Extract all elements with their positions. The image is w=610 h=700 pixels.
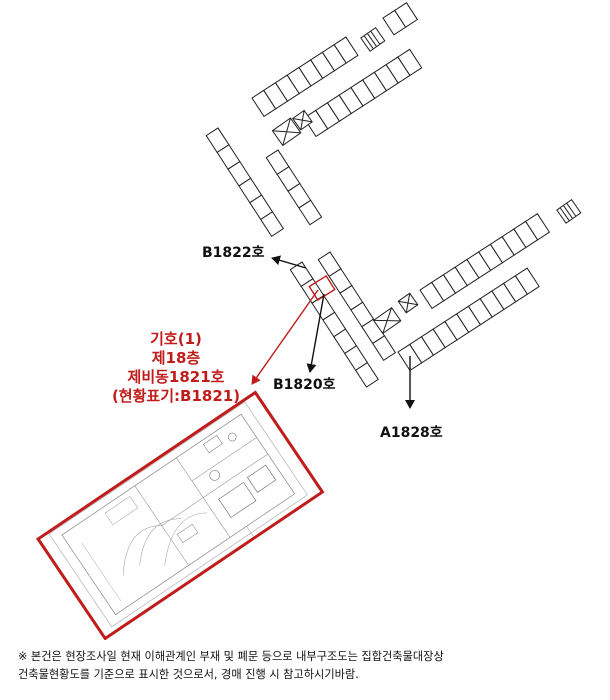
footnote: ※ 본건은 현장조사일 현재 이해관계인 부재 및 폐문 등으로 내부구조도는 …	[18, 648, 598, 684]
stair-core-lower	[372, 307, 402, 335]
lower-south-row	[397, 267, 540, 372]
upper-south-row	[303, 48, 423, 138]
arrow-subject	[251, 289, 319, 385]
unit-interior-plan	[35, 390, 325, 640]
unit-cell	[397, 48, 423, 77]
arrow-b1822	[271, 255, 307, 269]
upper-west-column-b	[265, 149, 323, 226]
upper-west-column	[205, 127, 285, 237]
upper-north-row	[251, 36, 359, 118]
subject-current-marking: (현황표기:B1821)	[111, 387, 241, 405]
stair-core-upper	[271, 117, 302, 147]
label-b1822: B1822호	[202, 245, 265, 261]
unit-cell	[333, 36, 359, 64]
unit-cell	[298, 199, 323, 226]
subject-floor: 제18층	[151, 349, 201, 367]
label-b1820: B1820호	[273, 377, 336, 393]
unit-cell	[394, 2, 419, 28]
footnote-line-2: 건축물현황도를 기준으로 표시한 것으로서, 경매 진행 시 참고하시기바람.	[18, 668, 359, 681]
label-a1828: A1828호	[380, 425, 443, 441]
lower-north-row	[419, 213, 551, 310]
subject-symbol: 기호(1)	[150, 330, 202, 348]
unit-cell	[514, 267, 540, 295]
lower-west-column-b	[317, 251, 397, 361]
unit-cell	[260, 211, 285, 237]
upper-tip-row	[382, 2, 419, 36]
building-layout	[35, 2, 582, 640]
unit-cell	[524, 213, 551, 241]
unit-cell	[372, 335, 397, 361]
subject-unit-marker	[308, 274, 336, 302]
arrow-b1820	[306, 293, 325, 373]
subject-unit-label: 기호(1) 제18층 제비동1821호 (현황표기:B1821)	[76, 330, 276, 406]
unit-cell	[354, 361, 379, 388]
subject-unit-number: 제비동1821호	[127, 368, 225, 386]
footnote-line-1: ※ 본건은 현장조사일 현재 이해관계인 부재 및 폐문 등으로 내부구조도는 …	[18, 650, 444, 663]
